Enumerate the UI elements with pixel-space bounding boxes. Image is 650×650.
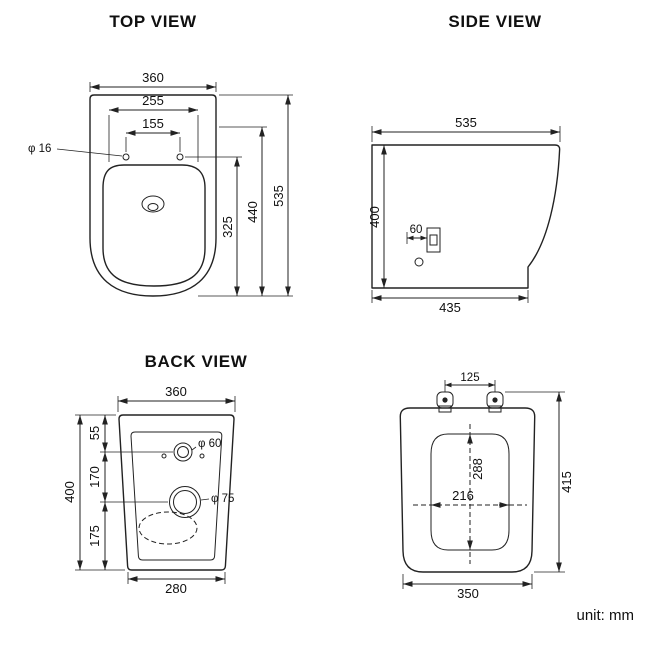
dim-side-bottom-435: 435 [371, 290, 529, 315]
hinge-stem-left [438, 405, 452, 413]
bowl-outer-outline [89, 94, 217, 297]
mount-bracket-slot [429, 234, 438, 246]
dim-label-415: 415 [559, 471, 574, 493]
dim-opening-width-216: 216 [431, 488, 509, 508]
flush-inlet-inner [147, 203, 159, 211]
dim-label-phi75-group: φ 75 [200, 493, 234, 505]
dim-seat-height-415: 415 [505, 391, 574, 573]
dim-label-155: 155 [142, 116, 164, 131]
seat-lid-outline [399, 407, 536, 573]
dim-top-width-255: 255 [108, 93, 199, 162]
fixing-hole [414, 257, 424, 267]
dim-label-170: 170 [87, 466, 102, 488]
back-view-drawing: 360 φ 60 φ 75 55 170 175 400 [62, 384, 236, 596]
mount-bracket [426, 227, 441, 253]
outlet-hidden-contour [138, 511, 198, 545]
side-view-drawing: 535 400 60 435 [367, 115, 561, 315]
dim-side-height-400: 400 [367, 145, 387, 288]
dim-label-350: 350 [457, 586, 479, 601]
dim-label-360-back: 360 [165, 384, 187, 399]
fixing-hole-right [176, 153, 184, 161]
dim-top-width-360: 360 [89, 70, 217, 92]
dim-label-175: 175 [87, 525, 102, 547]
dim-back-left-stack: 55 170 175 400 [62, 414, 173, 571]
dim-hinge-span-125: 125 [444, 372, 496, 392]
dim-label-phi60: φ 60 [198, 438, 221, 450]
dim-hole-diameter-16: φ 16 [28, 143, 123, 157]
dim-opening-height-288: 288 [467, 434, 485, 550]
flush-inlet-outer [141, 195, 165, 213]
seat-inner-panel [430, 433, 510, 551]
unit-label: unit: mm [576, 607, 634, 624]
hinge-hole-right [199, 453, 205, 459]
dim-label-435: 435 [439, 300, 461, 315]
dim-side-depth-535: 535 [371, 115, 561, 142]
dim-label-535-side: 535 [455, 115, 477, 130]
back-view-title: BACK VIEW [144, 352, 248, 371]
side-view-title: SIDE VIEW [448, 12, 542, 31]
side-profile-outline [371, 144, 561, 289]
dim-depth-440: 440 [219, 126, 267, 296]
dim-back-bottom-280: 280 [127, 572, 226, 596]
inlet-hole-inner [177, 446, 189, 458]
dim-label-440: 440 [245, 201, 260, 223]
dim-bracket-60: 60 [406, 224, 428, 244]
inlet-hole-outer [173, 442, 193, 462]
dim-depth-325: 325 [185, 156, 242, 296]
fixing-hole-left [122, 153, 130, 161]
dim-label-280: 280 [165, 581, 187, 596]
dim-label-125: 125 [460, 372, 479, 384]
outlet-hole-outer [169, 486, 201, 518]
dim-holes-span-155: 155 [125, 116, 181, 152]
dim-label-535-top: 535 [271, 185, 286, 207]
bowl-inner-outline [102, 164, 206, 287]
dim-label-phi16: φ 16 [28, 143, 51, 155]
dim-label-400-side: 400 [367, 206, 382, 228]
back-inner-outline [130, 431, 223, 561]
dim-back-width-360: 360 [117, 384, 236, 412]
top-view-drawing: 360 255 155 φ 16 325 440 [28, 70, 293, 297]
dim-label-55: 55 [87, 426, 102, 440]
hinge-stem-right [488, 405, 502, 413]
dim-label-216: 216 [452, 488, 474, 503]
dim-label-60: 60 [410, 224, 423, 236]
dim-depth-535: 535 [198, 94, 293, 297]
hinge-pin-right [492, 397, 498, 403]
seat-view-drawing: 125 288 216 415 350 [399, 372, 574, 601]
hinge-hole-left [161, 453, 167, 459]
hinge-pin-left [442, 397, 448, 403]
top-view-title: TOP VIEW [109, 12, 197, 31]
outlet-hole-inner [173, 490, 197, 514]
dim-label-255: 255 [142, 93, 164, 108]
dim-label-phi75: φ 75 [211, 493, 234, 505]
dim-label-400-back: 400 [62, 481, 77, 503]
back-outer-outline [118, 414, 235, 571]
dim-label-phi60-group: φ 60 [191, 438, 221, 451]
dim-seat-width-350: 350 [402, 574, 533, 601]
dim-label-360: 360 [142, 70, 164, 85]
dim-label-325: 325 [220, 216, 235, 238]
dim-label-288: 288 [470, 458, 485, 480]
